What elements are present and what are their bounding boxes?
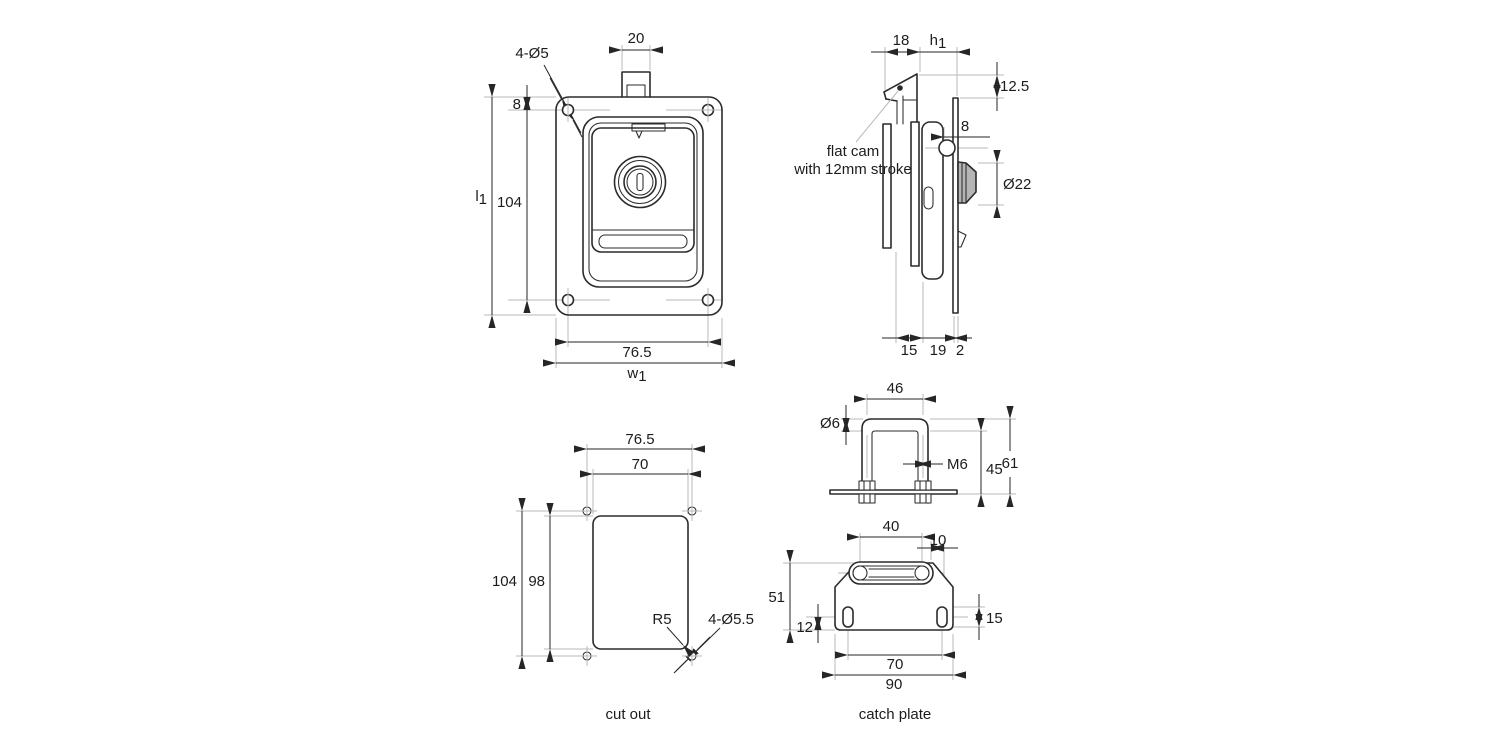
dim-front-tab-width: 20 — [628, 30, 645, 47]
catchplate-hole-left — [842, 606, 854, 628]
cam-tab — [621, 71, 651, 98]
dim-side-depth-housing: 19 — [930, 342, 947, 359]
latch-flange-plate — [555, 96, 723, 316]
key-cylinder — [613, 155, 667, 209]
keyhole-slot — [636, 172, 644, 192]
dim-catch-slot-height: 15 — [986, 610, 1003, 627]
front-mounting-holes — [561, 98, 720, 312]
side-view: flat cam with 12mm stroke 18 h1 — [793, 32, 1031, 359]
dim-side-cam-diameter: Ø22 — [1003, 176, 1031, 193]
dim-ubolt-height: 61 — [1002, 455, 1019, 472]
dim-catch-slot-to-edge: 10 — [930, 532, 947, 549]
front-hole-leader — [543, 64, 583, 138]
cam-note-leader — [855, 90, 899, 143]
dim-front-hole-pitch-h: 76.5 — [622, 344, 651, 361]
cutout-hole-leader — [673, 627, 721, 674]
paddle-recess — [582, 116, 704, 288]
dim-cutout-opening-width: 70 — [632, 456, 649, 473]
catchplate-slot — [848, 561, 934, 585]
dim-ubolt-width: 46 — [887, 380, 904, 397]
catchplate-hole-right — [936, 606, 948, 628]
catchplate-label: catch plate — [859, 706, 932, 723]
latch-lip — [631, 123, 666, 139]
housing-side-profile — [921, 121, 944, 280]
dim-side-handle-ref: h1 — [930, 32, 947, 52]
front-view: 20 4-Ø5 8 l1 104 76.5 w1 — [475, 30, 735, 385]
side-extension-lines — [884, 47, 1004, 343]
side-cam-diameter-dimension: Ø22 — [993, 150, 1031, 218]
catchplate-dimensions: 40 10 51 12 15 70 90 — [768, 518, 1002, 693]
dim-catch-plate-height: 51 — [768, 589, 785, 606]
cam-boss — [957, 161, 977, 204]
cutout-opening — [592, 515, 689, 650]
lever-side-profile — [910, 121, 920, 267]
side-offset-dimension: 8 — [931, 118, 990, 141]
ubolt — [829, 418, 958, 504]
dim-catch-hole-to-edge: 12 — [796, 619, 813, 636]
dim-front-edge-to-hole: 8 — [513, 96, 521, 113]
paddle-handle — [591, 127, 695, 253]
dim-cutout-hole-pitch-h: 76.5 — [625, 431, 654, 448]
cutout-holes — [577, 501, 702, 666]
latch-spring-clip — [923, 186, 934, 210]
dim-ubolt-thread: M6 — [947, 456, 968, 473]
ubolt-plate — [829, 489, 958, 495]
dim-cutout-opening-height: 98 — [528, 573, 545, 590]
flat-cam — [883, 73, 918, 125]
front-dimensions: 20 4-Ø5 8 l1 104 76.5 w1 — [475, 30, 735, 385]
catchplate — [834, 561, 954, 631]
side-body — [882, 97, 977, 314]
side-bottom-dimensions: 15 19 2 — [882, 334, 972, 359]
ubolt-nuts — [858, 480, 932, 504]
note-flat-cam-line1: flat cam — [827, 143, 880, 160]
dim-side-panel-thickness: 2 — [956, 342, 964, 359]
dim-ubolt-rod-diameter: Ø6 — [820, 415, 840, 432]
dim-side-cam-depth: 18 — [893, 32, 910, 49]
dim-side-face-offset: 8 — [961, 118, 969, 135]
dim-side-cam-rise: 12.5 — [1000, 78, 1029, 95]
side-top-dimensions: 18 h1 — [871, 32, 970, 56]
cutout-dimensions: 76.5 70 104 98 R5 4-Ø5.5 — [492, 431, 754, 669]
cylinder-side-circle — [938, 139, 956, 157]
catch-view: 46 Ø6 M6 45 61 — [768, 380, 1018, 723]
dim-catch-slot-length: 40 — [883, 518, 900, 535]
dim-ubolt-inner-height: 45 — [986, 461, 1003, 478]
dim-front-width-ref: w1 — [626, 365, 646, 385]
cutout-view: 76.5 70 104 98 R5 4-Ø5.5 cut out — [492, 431, 754, 723]
dim-cutout-hole-callout: 4-Ø5.5 — [708, 611, 754, 628]
mounting-panel-edge — [952, 97, 959, 314]
dim-front-hole-callout: 4-Ø5 — [515, 45, 548, 62]
cutout-label: cut out — [605, 706, 651, 723]
dim-cutout-hole-pitch-v: 104 — [492, 573, 517, 590]
dim-side-depth-body: 15 — [901, 342, 918, 359]
ubolt-dimensions: 46 Ø6 M6 45 61 — [820, 380, 1019, 507]
dim-catch-hole-pitch: 70 — [887, 656, 904, 673]
side-cam-rise-dimension: 12.5 — [993, 62, 1029, 111]
catch-hook-tab — [957, 230, 967, 248]
cam-pivot-dot — [897, 85, 903, 91]
dim-catch-plate-width: 90 — [886, 676, 903, 693]
dim-cutout-corner-radius: R5 — [652, 611, 671, 628]
note-flat-cam-line2: with 12mm stroke — [793, 161, 912, 178]
dim-front-hole-pitch-v: 104 — [497, 194, 522, 211]
dim-front-length-ref: l1 — [475, 188, 487, 208]
paddle-side-profile — [882, 123, 892, 249]
